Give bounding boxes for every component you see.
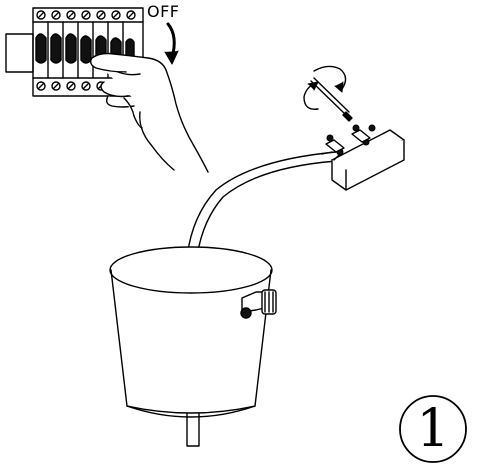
- step-number: 1: [416, 399, 450, 459]
- breaker-panel-icon: [5, 7, 144, 97]
- bucket-lamp-icon: [109, 246, 277, 447]
- rotation-arrow-icon: [303, 65, 347, 110]
- hand-icon: [89, 52, 209, 173]
- step-circle-icon: [399, 395, 467, 463]
- junction-box-icon: [321, 124, 405, 191]
- screwdriver-icon: [310, 77, 353, 122]
- off-label: OFF: [147, 2, 180, 21]
